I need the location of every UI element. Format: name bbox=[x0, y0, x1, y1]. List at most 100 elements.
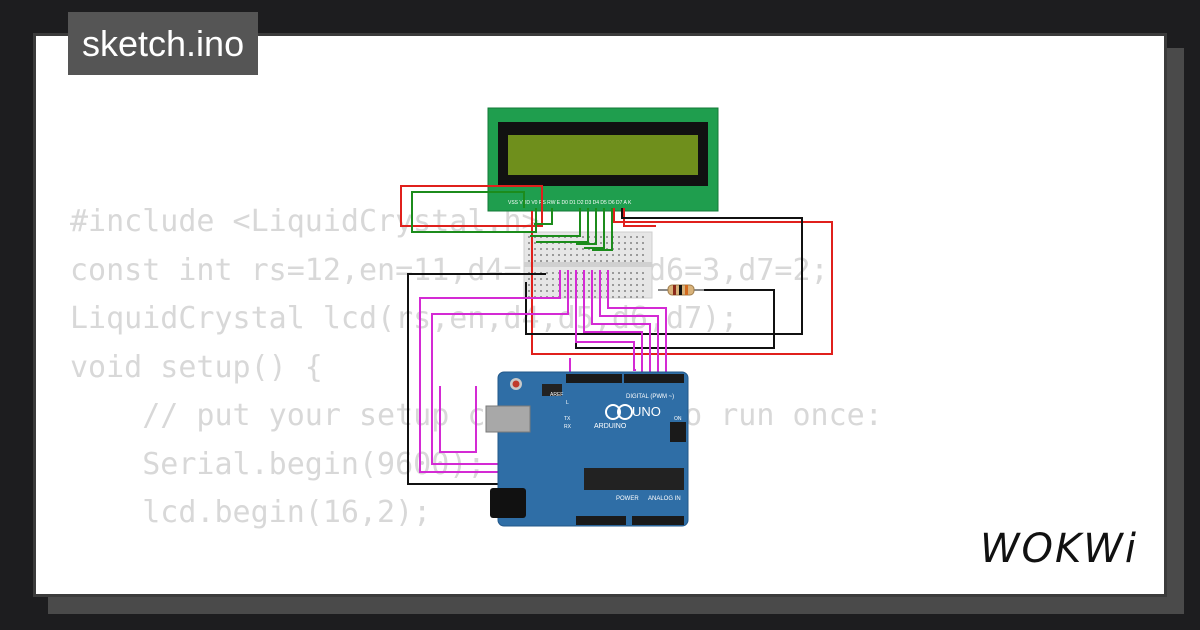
breadboard-hole bbox=[540, 248, 542, 250]
breadboard-hole bbox=[630, 260, 632, 262]
breadboard-hole bbox=[540, 284, 542, 286]
circuit-diagram: VSS VDD V0 RS RW E D0 D1 D2 D3 D4 D5 D6 … bbox=[400, 107, 833, 527]
breadboard-hole bbox=[528, 254, 530, 256]
breadboard-hole bbox=[594, 272, 596, 274]
breadboard-hole bbox=[636, 248, 638, 250]
breadboard-hole bbox=[642, 260, 644, 262]
breadboard-hole bbox=[588, 296, 590, 298]
code-preview: #include <LiquidCrystal.h>const int rs=1… bbox=[70, 198, 1070, 538]
breadboard-hole bbox=[534, 248, 536, 250]
breadboard-hole bbox=[546, 278, 548, 280]
reset-button bbox=[512, 380, 520, 388]
breadboard-hole bbox=[624, 272, 626, 274]
breadboard-hole bbox=[618, 236, 620, 238]
breadboard-hole bbox=[576, 260, 578, 262]
breadboard-hole bbox=[630, 248, 632, 250]
breadboard-hole bbox=[606, 254, 608, 256]
breadboard-hole bbox=[642, 248, 644, 250]
l-label: L bbox=[566, 400, 569, 406]
breadboard-hole bbox=[636, 284, 638, 286]
breadboard-hole bbox=[624, 260, 626, 262]
wokwi-logo-text: WOKWi bbox=[980, 526, 1138, 572]
breadboard-hole bbox=[570, 248, 572, 250]
resistor[interactable] bbox=[658, 284, 704, 296]
breadboard-hole bbox=[630, 242, 632, 244]
breadboard-hole bbox=[636, 278, 638, 280]
breadboard-hole bbox=[630, 236, 632, 238]
breadboard-hole bbox=[618, 290, 620, 292]
breadboard-hole bbox=[630, 272, 632, 274]
breadboard-hole bbox=[570, 254, 572, 256]
breadboard-hole bbox=[546, 284, 548, 286]
breadboard-hole bbox=[630, 278, 632, 280]
lcd-pin-labels: VSS VDD V0 RS RW E D0 D1 D2 D3 D4 D5 D6 … bbox=[508, 200, 632, 206]
breadboard-hole bbox=[582, 248, 584, 250]
breadboard-hole bbox=[606, 260, 608, 262]
breadboard-hole bbox=[636, 260, 638, 262]
rx-label: RX bbox=[564, 424, 572, 430]
breadboard-hole bbox=[636, 272, 638, 274]
breadboard-hole bbox=[534, 254, 536, 256]
code-line: void setup() { bbox=[70, 349, 323, 385]
breadboard-hole bbox=[570, 284, 572, 286]
breadboard-hole bbox=[540, 290, 542, 292]
breadboard-hole bbox=[564, 248, 566, 250]
breadboard-hole bbox=[552, 272, 554, 274]
breadboard-hole bbox=[624, 236, 626, 238]
breadboard-hole bbox=[636, 242, 638, 244]
arduino-model: UNO bbox=[632, 404, 661, 419]
breadboard-hole bbox=[534, 284, 536, 286]
breadboard-hole bbox=[612, 272, 614, 274]
breadboard-hole bbox=[618, 248, 620, 250]
breadboard-hole bbox=[570, 296, 572, 298]
code-line: Serial.begin(9600); bbox=[70, 446, 486, 482]
arduino-uno-board[interactable]: DIGITAL (PWM ~) UNO ARDUINO ON TX RX L P… bbox=[485, 371, 689, 527]
breadboard-hole bbox=[618, 260, 620, 262]
breadboard-hole bbox=[630, 254, 632, 256]
usb-port bbox=[485, 405, 531, 433]
breadboard-hole bbox=[642, 272, 644, 274]
breadboard-hole bbox=[600, 242, 602, 244]
breadboard-hole bbox=[624, 278, 626, 280]
lcd-module[interactable]: VSS VDD V0 RS RW E D0 D1 D2 D3 D4 D5 D6 … bbox=[487, 107, 719, 212]
tx-label: TX bbox=[564, 416, 571, 422]
breadboard-hole bbox=[534, 290, 536, 292]
breadboard-hole bbox=[570, 290, 572, 292]
breadboard-hole bbox=[618, 272, 620, 274]
breadboard-hole bbox=[642, 254, 644, 256]
arduino-infinity-logo-left bbox=[605, 404, 621, 420]
breadboard-hole bbox=[588, 284, 590, 286]
breadboard-hole bbox=[558, 248, 560, 250]
breadboard-hole bbox=[546, 248, 548, 250]
breadboard-hole bbox=[558, 260, 560, 262]
breadboard-hole bbox=[594, 254, 596, 256]
breadboard-hole bbox=[612, 290, 614, 292]
breadboard-hole bbox=[624, 248, 626, 250]
breadboard-hole bbox=[624, 242, 626, 244]
breadboard-hole bbox=[642, 278, 644, 280]
breadboard-hole bbox=[636, 236, 638, 238]
breadboard-hole bbox=[642, 236, 644, 238]
power-header bbox=[576, 516, 626, 525]
breadboard-hole bbox=[552, 248, 554, 250]
breadboard-hole bbox=[600, 236, 602, 238]
breadboard-hole bbox=[594, 296, 596, 298]
breadboard-hole bbox=[564, 290, 566, 292]
code-line: lcd.begin(16,2); bbox=[70, 495, 432, 530]
breadboard-hole bbox=[642, 290, 644, 292]
breadboard-hole bbox=[576, 248, 578, 250]
breadboard-hole bbox=[528, 290, 530, 292]
breadboard-hole bbox=[534, 278, 536, 280]
file-title-tab: sketch.ino bbox=[68, 12, 259, 75]
breadboard-hole bbox=[552, 278, 554, 280]
breadboard-hole bbox=[552, 260, 554, 262]
breadboard-hole bbox=[624, 284, 626, 286]
breadboard-hole bbox=[636, 296, 638, 298]
breadboard-hole bbox=[582, 236, 584, 238]
breadboard-hole bbox=[564, 254, 566, 256]
breadboard-hole bbox=[564, 272, 566, 274]
wokwi-logo[interactable]: WOKWi bbox=[974, 520, 1144, 572]
breadboard-hole bbox=[552, 284, 554, 286]
breadboard-hole bbox=[564, 278, 566, 280]
breadboard-hole bbox=[612, 260, 614, 262]
